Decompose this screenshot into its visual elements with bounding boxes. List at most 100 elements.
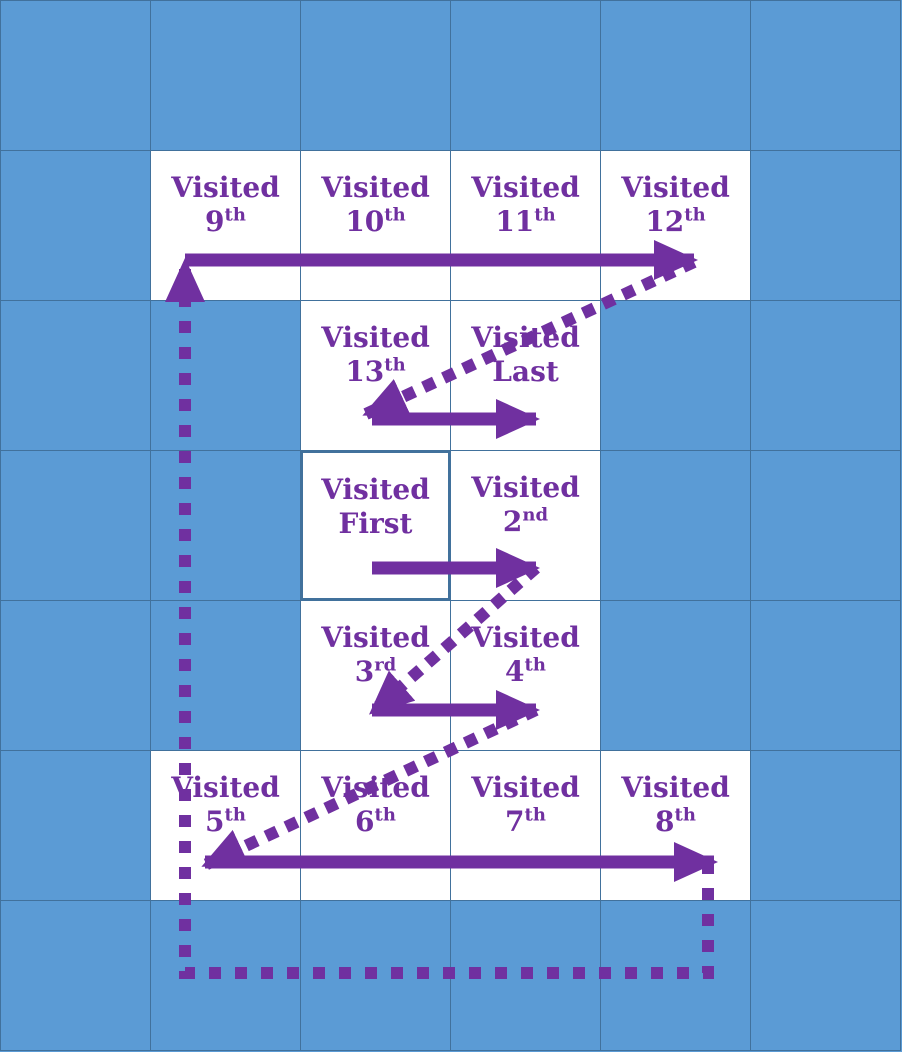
cell-label-word: Visited [471, 471, 580, 504]
cell-label-word: Visited [621, 171, 730, 204]
cell-label-number: 5 [205, 805, 225, 838]
cell-label-suffix: th [534, 204, 556, 226]
empty-cell [150, 300, 301, 451]
empty-cell [0, 450, 151, 601]
empty-cell [750, 900, 901, 1051]
empty-cell [750, 300, 901, 451]
empty-cell [600, 300, 751, 451]
cell-label-number: 7 [505, 805, 525, 838]
cell-label-number: 2 [502, 505, 523, 538]
cell-label-number: 4 [505, 655, 525, 688]
empty-cell [0, 0, 151, 151]
cell-label-suffix: th [384, 354, 406, 376]
cell-label-order: 13th [301, 355, 450, 389]
empty-cell [0, 900, 151, 1051]
cell-label-number: 13 [345, 355, 385, 388]
empty-cell [450, 900, 601, 1051]
empty-cell [450, 0, 601, 151]
empty-cell [0, 300, 151, 451]
empty-cell [600, 450, 751, 601]
cell-label-suffix: th [374, 804, 396, 826]
empty-cell [750, 0, 901, 151]
empty-cell [750, 600, 901, 751]
cell-label-number: 9 [205, 205, 225, 238]
cell-label-order: 8th [601, 805, 750, 839]
empty-cell [600, 600, 751, 751]
empty-cell [750, 450, 901, 601]
cell-label-word: Visited [471, 771, 580, 804]
cell-label-order: 5th [151, 805, 300, 839]
cell-label-order: 4th [451, 655, 600, 689]
cell-label-order: 9th [151, 205, 300, 239]
cell-label-suffix: th [384, 204, 406, 226]
cell-label-number: First [338, 507, 413, 540]
cell-label-order: First [303, 507, 448, 541]
cell-label-word: Visited [171, 171, 280, 204]
empty-cell [150, 600, 301, 751]
cell-label-word: Visited [321, 321, 430, 354]
empty-cell [0, 750, 151, 901]
cell-label-word: Visited [471, 321, 580, 354]
empty-cell [0, 600, 151, 751]
cell-label-number: 12 [645, 205, 685, 238]
cell-label-word: Visited [171, 771, 280, 804]
cell-label-number: 10 [345, 205, 385, 238]
cell-label-word: Visited [471, 621, 580, 654]
cell-label-word: Visited [321, 171, 430, 204]
cell-label-suffix: th [524, 804, 546, 826]
empty-cell [750, 150, 901, 301]
cell-label-order: 2nd [451, 505, 600, 539]
cell-label-number: 11 [495, 205, 535, 238]
cell-label-order: 6th [301, 805, 450, 839]
cell-label-number: 8 [655, 805, 675, 838]
empty-cell [750, 750, 901, 901]
empty-cell [600, 900, 751, 1051]
empty-cell [300, 900, 451, 1051]
cell-label-word: Visited [321, 621, 430, 654]
cell-label-word: Visited [621, 771, 730, 804]
cell-label-suffix: nd [522, 504, 549, 526]
cell-label-word: Visited [321, 771, 430, 804]
cell-label-order: 7th [451, 805, 600, 839]
cell-label-word: Visited [471, 171, 580, 204]
empty-cell [0, 150, 151, 301]
cell-label-suffix: th [684, 204, 706, 226]
empty-cell [600, 0, 751, 151]
cell-label-number: Last [492, 355, 559, 388]
cell-label-number: 3 [354, 655, 375, 688]
cell-label-order: 3rd [301, 655, 450, 689]
cell-label-word: Visited [321, 473, 430, 506]
empty-cell [150, 0, 301, 151]
cell-label-suffix: rd [374, 654, 397, 676]
cell-label-number: 6 [355, 805, 375, 838]
cell-label-suffix: th [674, 804, 696, 826]
cell-label-order: 10th [301, 205, 450, 239]
empty-cell [150, 900, 301, 1051]
cell-label-suffix: th [524, 654, 546, 676]
